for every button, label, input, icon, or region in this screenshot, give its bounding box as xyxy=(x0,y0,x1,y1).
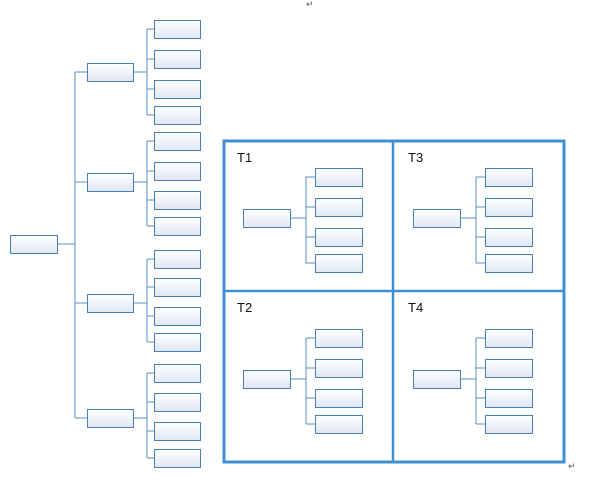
leaf-node-2-1 xyxy=(154,132,201,151)
leaf-node-4-1 xyxy=(154,364,201,383)
leaf-node-1-3 xyxy=(154,80,201,99)
quadrant-t3-leaf-node-2 xyxy=(485,198,533,217)
leaf-node-2-2 xyxy=(154,162,201,181)
leaf-node-2-4 xyxy=(154,217,201,236)
quadrant-t3-root-node xyxy=(413,209,461,228)
quadrant-t4-leaf-node-3 xyxy=(485,389,533,408)
quadrant-t4-leaf-node-1 xyxy=(485,329,533,348)
quadrant-t1-leaf-node-3 xyxy=(315,228,363,247)
leaf-node-4-2 xyxy=(154,393,201,412)
quadrant-t3-leaf-node-1 xyxy=(485,168,533,187)
root-node xyxy=(10,235,58,254)
quadrant-t1-leaf-node-4 xyxy=(315,254,363,273)
quadrant-label-t2: T2 xyxy=(237,300,253,315)
quadrant-t3-leaf-node-4 xyxy=(485,254,533,273)
leaf-node-4-3 xyxy=(154,422,201,441)
paragraph-mark-bottom: ↵ xyxy=(568,462,576,472)
leaf-node-3-3 xyxy=(154,307,201,326)
leaf-node-4-4 xyxy=(154,449,201,468)
quadrant-t4-leaf-node-2 xyxy=(485,359,533,378)
quadrant-t3-leaf-node-3 xyxy=(485,228,533,247)
quadrant-t1-root-node xyxy=(243,209,291,228)
quadrant-t2-leaf-node-4 xyxy=(315,415,363,434)
quadrant-label-t4: T4 xyxy=(408,300,424,315)
quadrant-t4-leaf-node-4 xyxy=(485,415,533,434)
leaf-node-3-4 xyxy=(154,333,201,352)
quadrant-t2-root-node xyxy=(243,370,291,389)
branch-node-1 xyxy=(87,63,134,82)
quadrant-t2-leaf-node-1 xyxy=(315,329,363,348)
leaf-node-3-1 xyxy=(154,250,201,269)
leaf-node-1-1 xyxy=(154,20,201,39)
branch-node-4 xyxy=(87,409,134,428)
leaf-node-3-2 xyxy=(154,278,201,297)
leaf-node-1-4 xyxy=(154,106,201,125)
leaf-node-2-3 xyxy=(154,191,201,210)
branch-node-3 xyxy=(87,294,134,313)
quadrant-t2-leaf-node-2 xyxy=(315,359,363,378)
paragraph-mark-top: ↵ xyxy=(306,0,314,10)
branch-node-2 xyxy=(87,173,134,192)
quadrant-t1-leaf-node-1 xyxy=(315,168,363,187)
quadrant-t1-leaf-node-2 xyxy=(315,198,363,217)
quadrant-t4-root-node xyxy=(413,370,461,389)
quadrant-t2-leaf-node-3 xyxy=(315,389,363,408)
quadrant-label-t1: T1 xyxy=(237,150,253,165)
quadrant-label-t3: T3 xyxy=(408,150,424,165)
leaf-node-1-2 xyxy=(154,50,201,69)
